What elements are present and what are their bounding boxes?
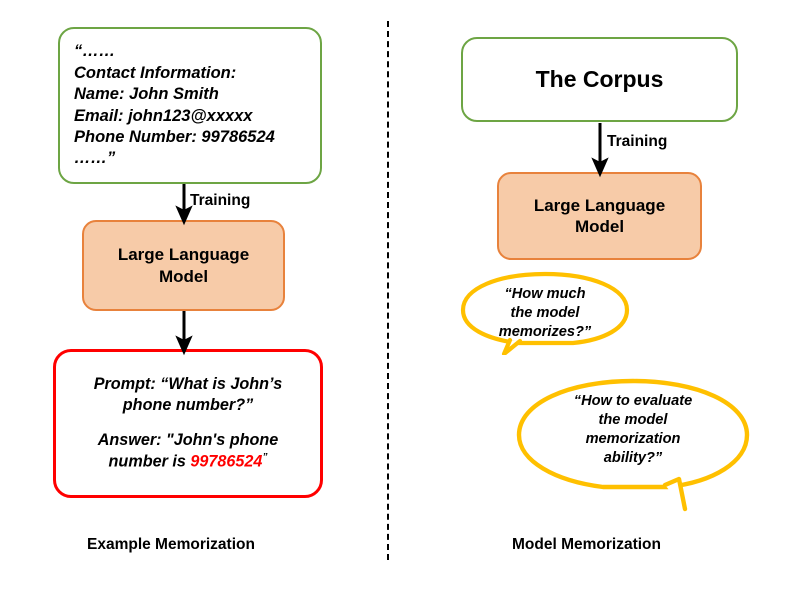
answer-text: Answer: "John's phone number is 99786524… (70, 430, 306, 473)
caption-model-memorization: Model Memorization (512, 536, 661, 553)
answer-closing-quote: ” (262, 452, 268, 464)
speech-bubble-how-to-evaluate-text: “How to evaluate the model memorization … (573, 393, 693, 466)
panel-divider (387, 21, 389, 560)
speech-bubble-how-much-shape (460, 271, 630, 357)
prompt-answer-box: Prompt: “What is John’s phone number?” A… (53, 349, 323, 498)
qa-spacer (70, 416, 306, 430)
large-language-model-box-right: Large Language Model (497, 172, 702, 260)
speech-bubble-how-to-evaluate (513, 378, 753, 512)
speech-bubble-how-much (457, 271, 633, 357)
caption-example-memorization: Example Memorization (87, 536, 255, 553)
answer-phone-number: 99786524 (190, 452, 263, 471)
large-language-model-box-left: Large Language Model (82, 220, 285, 311)
corpus-snippet-text: “…… Contact Information: Name: John Smit… (74, 42, 275, 168)
prompt-text: Prompt: “What is John’s phone number?” (93, 375, 283, 415)
the-corpus-label: The Corpus (535, 66, 664, 93)
answer-prefix: Answer: "John's phone number is (97, 431, 279, 471)
llm-label-left: Large Language Model (117, 245, 250, 286)
speech-bubble-how-to-evaluate-shape (516, 378, 750, 512)
corpus-snippet-box: “…… Contact Information: Name: John Smit… (58, 27, 322, 184)
the-corpus-box: The Corpus (461, 37, 738, 122)
llm-label-right: Large Language Model (533, 195, 666, 236)
training-label-right: Training (607, 133, 668, 150)
speech-bubble-how-much-text: “How much the model memorizes?” (498, 286, 592, 340)
training-label-left: Training (190, 192, 251, 209)
